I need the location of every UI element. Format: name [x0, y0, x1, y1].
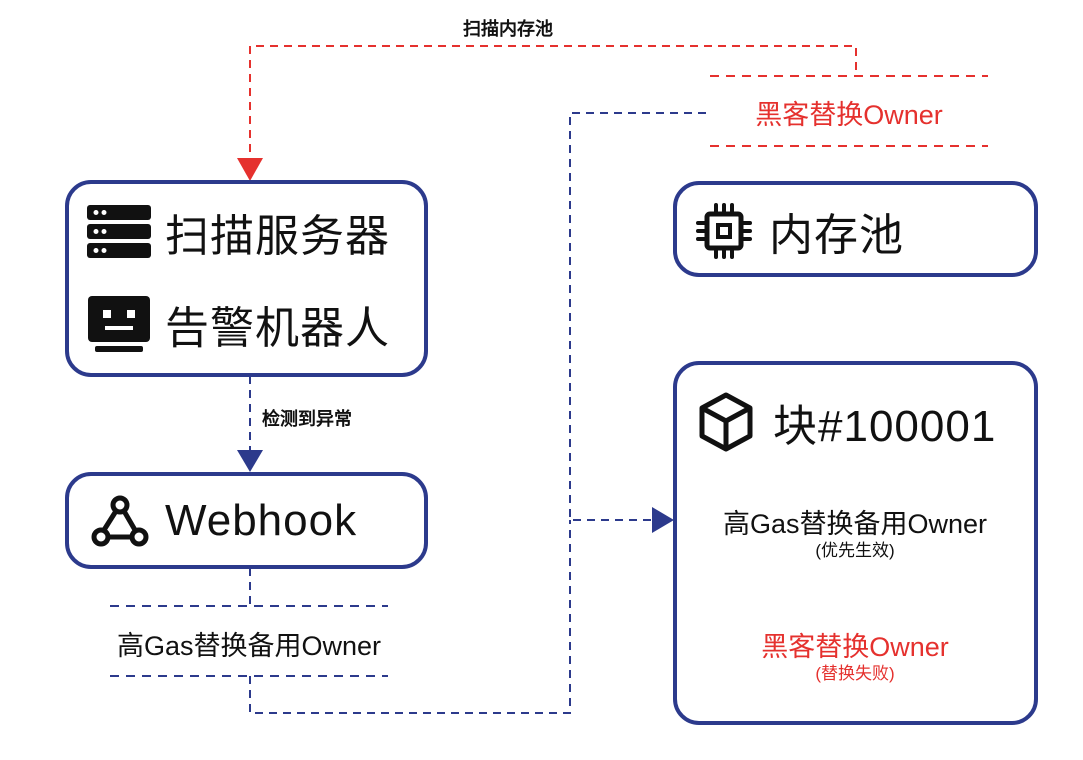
scan-server-box: 扫描服务器 告警机器人 [65, 180, 428, 377]
mempool-box: 内存池 [673, 181, 1038, 277]
block-title: 块#100001 [773, 402, 997, 451]
scan-mempool-label: 扫描内存池 [463, 19, 553, 39]
mempool-label: 内存池 [769, 211, 904, 260]
block-title-row: 块#100001 [697, 388, 996, 456]
detected-anomaly-label: 检测到异常 [262, 409, 352, 429]
block-entry-hacker-note: (替换失败) [815, 664, 895, 683]
block-entry-backup-note: (优先生效) [815, 541, 895, 560]
hacker-replace-label: 黑客替换Owner [755, 100, 943, 130]
alert-bot-label: 告警机器人 [165, 304, 390, 353]
block-box [673, 361, 1038, 725]
cube-icon [697, 391, 755, 453]
block-entry-hacker-title: 黑客替换Owner [761, 632, 949, 662]
scan-server-label: 扫描服务器 [165, 212, 390, 261]
chip-icon [695, 202, 753, 260]
scan-mempool-line [249, 45, 857, 158]
backup-owner-label: 高Gas替换备用Owner [116, 631, 382, 661]
robot-icon [85, 294, 153, 354]
mempool-to-block-line [569, 112, 706, 521]
mempool-row: 内存池 [695, 198, 904, 264]
scan-arrowhead [237, 158, 263, 181]
block-arrowhead [652, 507, 674, 533]
alert-bot-row: 告警机器人 [85, 292, 390, 356]
server-icon [85, 203, 153, 261]
backup-to-mempool-line [249, 520, 571, 714]
webhook-icon [89, 492, 151, 550]
webhook-label: Webhook [165, 496, 358, 545]
webhook-box: Webhook [65, 472, 428, 569]
webhook-row: Webhook [89, 488, 357, 554]
scan-server-row: 扫描服务器 [85, 200, 390, 264]
block-entry-backup-title: 高Gas替换备用Owner [722, 509, 988, 539]
detect-arrowhead [237, 450, 263, 472]
